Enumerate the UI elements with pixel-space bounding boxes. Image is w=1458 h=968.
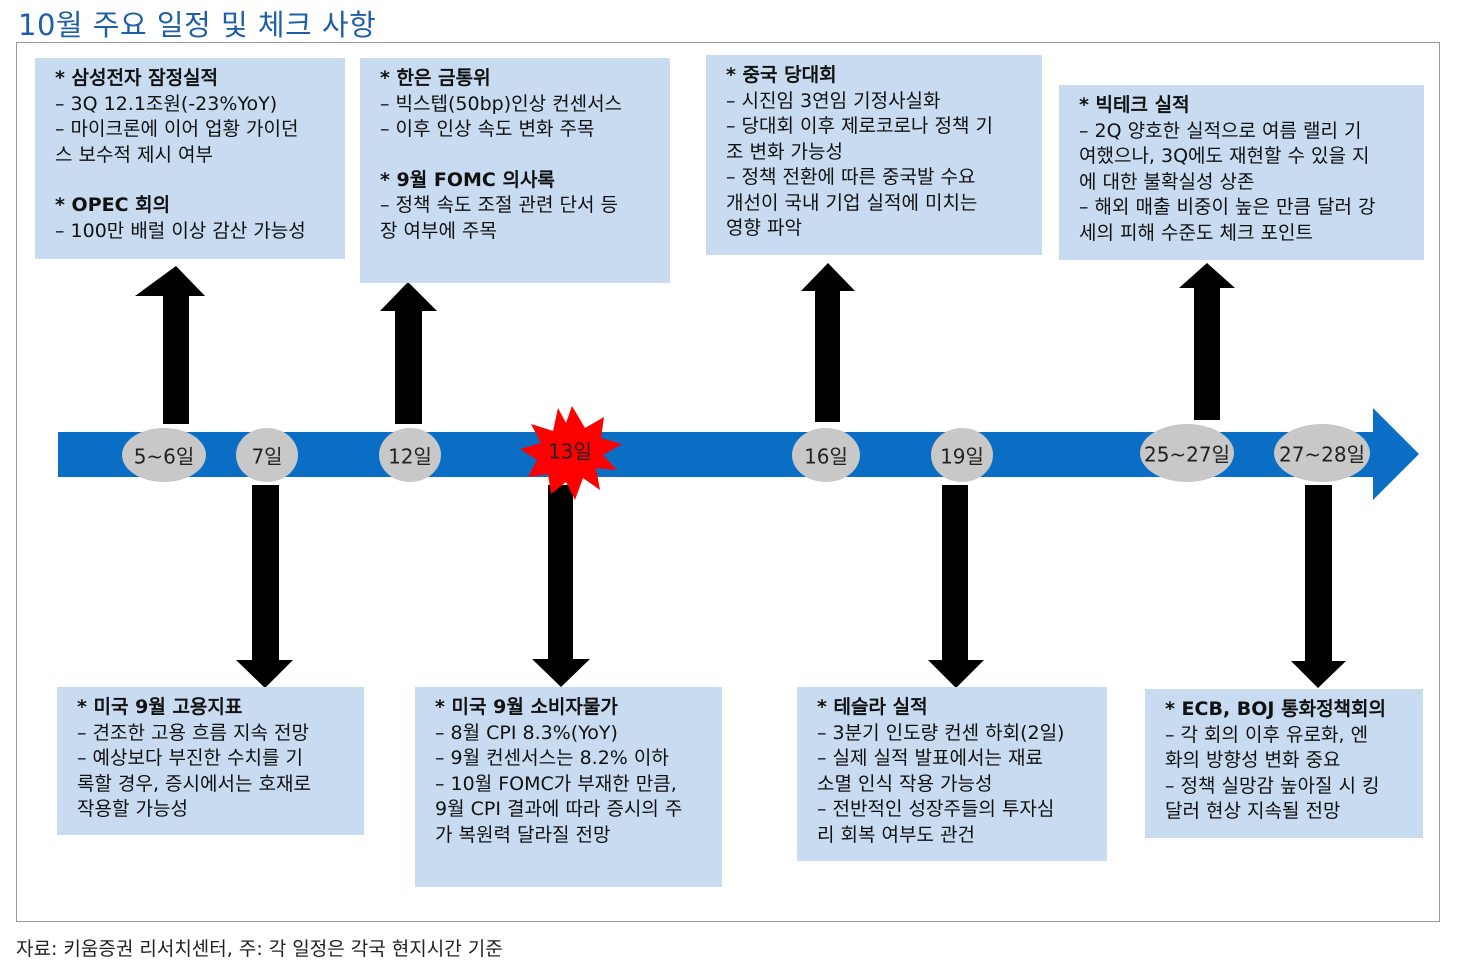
date-marker-19 (931, 428, 993, 482)
date-marker-7 (236, 428, 298, 482)
event-box-cpi: * 미국 9월 소비자물가 – 8월 CPI 8.3%(YoY) – 9월 컨센… (415, 687, 722, 887)
event-item: – 10월 FOMC가 부재한 만큼, 9월 CPI 결과에 따라 증시의 주 … (435, 772, 683, 846)
diagram-frame (16, 42, 1440, 922)
event-item: – 정책 속도 조절 관련 단서 등 장 여부에 주목 (380, 194, 619, 242)
event-heading: * OPEC 회의 (55, 194, 171, 216)
up-arrow-bigtech (1179, 263, 1235, 420)
up-arrow-bok (380, 282, 437, 424)
event-item: – 당대회 이후 제로코로나 정책 기 조 변화 가능성 (726, 115, 993, 163)
event-item: – 마이크론에 이어 업황 가이던 스 보수적 제시 여부 (55, 118, 299, 166)
event-item: – 3분기 인도량 컨센 하회(2일) (817, 721, 1065, 744)
date-marker-25-27 (1140, 424, 1234, 482)
down-arrow-cpi (532, 485, 590, 687)
date-label-19: 19일 (940, 444, 984, 469)
event-box-bok: * 한은 금통위 – 빅스텝(50bp)인상 컨센서스 – 이후 인상 속도 변… (360, 58, 670, 283)
down-arrow-tesla (928, 485, 984, 688)
event-item: – 8월 CPI 8.3%(YoY) (435, 721, 618, 744)
down-arrow-jobs (236, 485, 293, 688)
event-item: – 3Q 12.1조원(-23%YoY) (55, 92, 278, 115)
up-arrow-china (801, 263, 855, 422)
event-heading: * 중국 당대회 (726, 64, 837, 86)
event-box-samsung: * 삼성전자 잠정실적 – 3Q 12.1조원(-23%YoY) – 마이크론에… (35, 58, 345, 259)
date-label-25-27: 25~27일 (1143, 442, 1231, 467)
event-heading: * 미국 9월 소비자물가 (435, 696, 618, 718)
event-item: – 정책 실망감 높아질 시 킹 달러 현상 지속될 전망 (1165, 774, 1380, 823)
event-item: – 예상보다 부진한 수치를 기 록할 경우, 증시에서는 호재로 작용할 가능… (77, 747, 311, 820)
source-note: 자료: 키움증권 리서치센터, 주: 각 일정은 각국 현지시간 기준 (16, 938, 503, 960)
page-title: 10월 주요 일정 및 체크 사항 (18, 8, 377, 42)
date-label-13: 13일 (548, 439, 592, 464)
event-item: – 이후 인상 속도 변화 주목 (380, 118, 595, 140)
event-item: – 시진임 3연임 기정사실화 (726, 89, 941, 112)
event-item: – 2Q 양호한 실적으로 여름 랠리 기 여했으나, 3Q에도 재현할 수 있… (1079, 119, 1370, 193)
event-item: – 9월 컨센서스는 8.2% 이하 (435, 747, 669, 769)
event-heading: * ECB, BOJ 통화정책회의 (1165, 698, 1386, 720)
event-heading: * 빅테크 실적 (1079, 94, 1190, 116)
date-label-27-28: 27~28일 (1278, 442, 1366, 467)
event-item: – 해외 매출 비중이 높은 만큼 달러 강 세의 피해 수준도 체크 포인트 (1079, 196, 1376, 244)
event-heading: * 미국 9월 고용지표 (77, 696, 243, 718)
event-box-bigtech: * 빅테크 실적 – 2Q 양호한 실적으로 여름 랠리 기 여했으나, 3Q에… (1059, 85, 1424, 260)
event-item: – 실제 실적 발표에서는 재료 소멸 인식 작용 가능성 (817, 747, 1043, 795)
date-marker-27-28 (1274, 424, 1370, 482)
event-box-jobs: * 미국 9월 고용지표 – 견조한 고용 흐름 지속 전망 – 예상보다 부진… (57, 687, 364, 835)
event-item: – 빅스텝(50bp)인상 컨센서스 (380, 92, 623, 115)
event-item: – 각 회의 이후 유로화, 엔 화의 방향성 변화 중요 (1165, 723, 1369, 772)
date-marker-12 (379, 428, 441, 482)
event-box-ecb-boj: * ECB, BOJ 통화정책회의 – 각 회의 이후 유로화, 엔 화의 방향… (1145, 689, 1423, 838)
event-box-tesla: * 테슬라 실적 – 3분기 인도량 컨센 하회(2일) – 실제 실적 발표에… (797, 687, 1107, 861)
date-label-12: 12일 (388, 444, 432, 469)
event-heading: * 9월 FOMC 의사록 (380, 168, 555, 191)
event-item: – 전반적인 성장주들의 투자심 리 회복 여부도 관건 (817, 798, 1055, 846)
event-item: – 견조한 고용 흐름 지속 전망 (77, 721, 309, 744)
date-burst-13 (520, 406, 622, 500)
date-marker-16 (792, 428, 860, 482)
event-heading: * 한은 금통위 (380, 67, 491, 89)
event-item: – 100만 배럴 이상 감산 가능성 (55, 219, 306, 242)
event-heading: * 테슬라 실적 (817, 696, 928, 718)
down-arrow-ecb-boj (1291, 485, 1346, 688)
date-label-16: 16일 (804, 444, 848, 469)
date-label-7: 7일 (251, 444, 283, 469)
event-heading: * 삼성전자 잠정실적 (55, 67, 219, 89)
event-box-china: * 중국 당대회 – 시진임 3연임 기정사실화 – 당대회 이후 제로코로나 … (706, 55, 1042, 255)
up-arrow-samsung (135, 266, 205, 424)
event-item: – 정책 전환에 따른 중국발 수요 개선이 국내 기업 실적에 미치는 영향 … (726, 166, 978, 239)
date-marker-5-6 (122, 428, 206, 482)
date-label-5-6: 5~6일 (133, 444, 195, 469)
